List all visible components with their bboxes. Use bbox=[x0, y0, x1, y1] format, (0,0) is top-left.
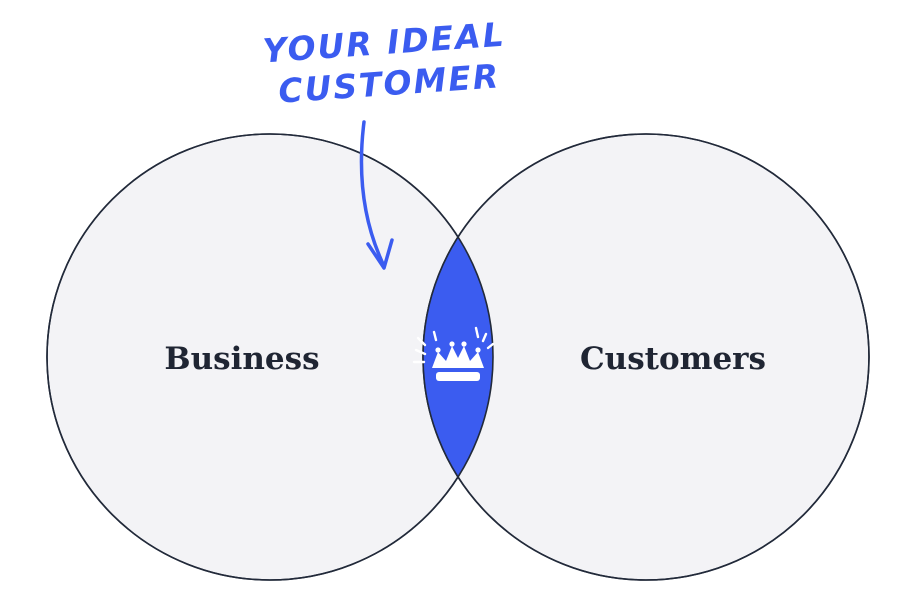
business-circle-outline bbox=[46, 133, 494, 581]
crown-icon bbox=[412, 326, 495, 381]
arrow-down-icon bbox=[359, 120, 394, 270]
customers-label: Customers bbox=[580, 341, 766, 377]
sparkle-icon bbox=[412, 326, 495, 364]
business-label: Business bbox=[164, 341, 319, 377]
customers-circle-outline bbox=[422, 133, 870, 581]
